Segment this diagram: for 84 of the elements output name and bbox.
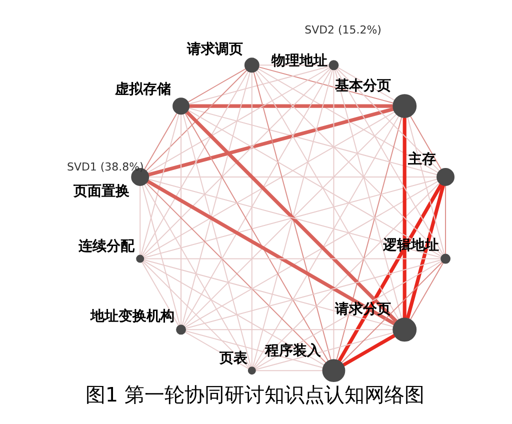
node-label: 页面置换 xyxy=(73,184,130,200)
connector xyxy=(184,112,328,362)
connector xyxy=(142,260,324,366)
caption: 图1 第一轮协同研讨知识点认知网络图 xyxy=(84,382,424,407)
node-circle xyxy=(328,60,338,70)
connector xyxy=(142,259,394,328)
connector xyxy=(254,370,323,372)
connector xyxy=(334,69,402,319)
connector xyxy=(254,332,394,370)
connector xyxy=(335,68,444,256)
node-label: 虚拟存储 xyxy=(114,81,171,98)
connector xyxy=(188,108,438,176)
connector xyxy=(142,260,250,368)
connector xyxy=(188,66,330,104)
connector xyxy=(444,185,446,255)
label: SVD2 (15.2%) xyxy=(304,23,381,36)
connector xyxy=(181,72,250,326)
node-label: 页表 xyxy=(218,350,247,366)
connector xyxy=(145,70,247,172)
connector xyxy=(409,262,444,320)
connector xyxy=(254,182,440,368)
node-circle xyxy=(392,94,416,118)
connector xyxy=(336,116,402,360)
node-circle xyxy=(436,168,454,186)
connector xyxy=(184,330,323,368)
connector xyxy=(402,118,406,318)
connector xyxy=(409,116,442,170)
node-circle xyxy=(392,318,416,342)
connector xyxy=(184,331,249,370)
node-label: 程序装入 xyxy=(264,342,320,359)
node-label: 地址变换机构 xyxy=(90,308,174,324)
node-circle xyxy=(136,254,144,263)
connector xyxy=(142,258,441,260)
node-circle xyxy=(247,366,256,375)
node-label: 主存 xyxy=(408,152,436,168)
connector xyxy=(182,68,332,326)
connector xyxy=(139,185,140,256)
connector xyxy=(140,261,179,326)
node-circle xyxy=(244,58,259,73)
connector xyxy=(187,110,442,257)
connector xyxy=(146,67,330,174)
connector xyxy=(256,70,442,256)
connector xyxy=(332,69,334,360)
connector xyxy=(254,71,399,320)
connector xyxy=(336,67,395,101)
node-circle xyxy=(322,359,345,382)
connector xyxy=(184,260,441,329)
label: SVD1 (38.8%) xyxy=(66,160,144,174)
connector xyxy=(147,107,394,176)
connector xyxy=(405,184,445,319)
connector xyxy=(143,112,177,170)
connector xyxy=(187,68,246,103)
connector xyxy=(258,66,394,104)
connector xyxy=(340,262,442,364)
connector xyxy=(254,260,442,370)
node-label: 物理地址 xyxy=(270,52,327,69)
connector xyxy=(140,71,248,256)
connector xyxy=(141,185,180,326)
connector xyxy=(337,183,442,362)
connector xyxy=(257,68,438,174)
connector xyxy=(252,116,399,368)
connector xyxy=(146,180,395,326)
connector xyxy=(406,117,444,255)
connector xyxy=(148,176,438,178)
connector xyxy=(140,114,179,256)
connector xyxy=(258,64,329,66)
connector xyxy=(336,68,440,172)
connector xyxy=(145,182,326,364)
node-circle xyxy=(440,254,450,264)
node-label: 连续分配 xyxy=(78,238,134,255)
connector xyxy=(188,104,392,108)
connector xyxy=(184,180,438,328)
node-label: 请求调页 xyxy=(186,41,243,58)
connector xyxy=(250,72,252,368)
node-circle xyxy=(176,324,186,335)
connector xyxy=(342,334,395,367)
node-label: 基本分页 xyxy=(334,78,391,94)
connector xyxy=(180,114,182,326)
connector xyxy=(142,68,330,257)
connector xyxy=(184,329,393,330)
connector xyxy=(144,184,250,368)
connector xyxy=(142,111,395,258)
node-circle xyxy=(172,98,189,115)
connector xyxy=(182,114,251,368)
